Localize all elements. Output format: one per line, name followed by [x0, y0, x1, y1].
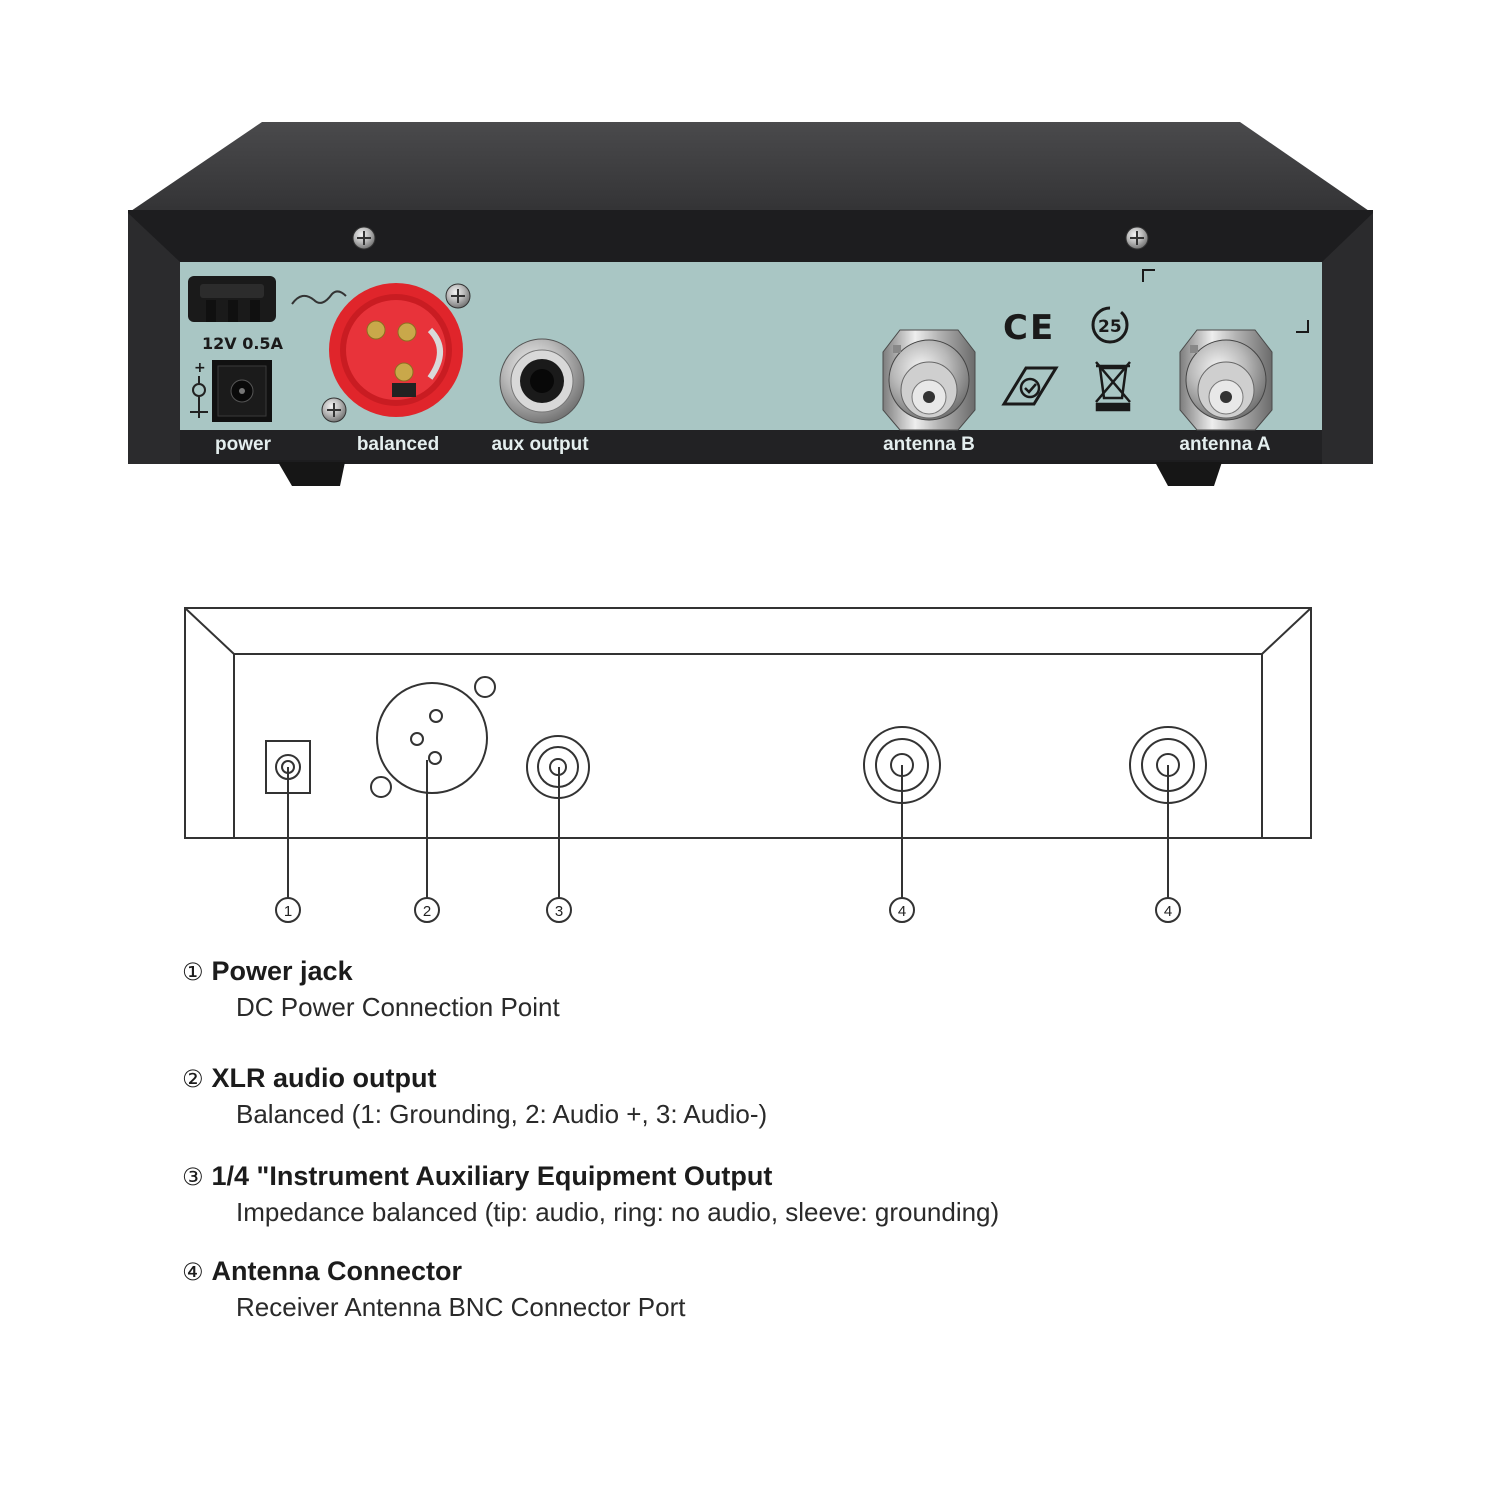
callout-label-3: 3 — [555, 903, 563, 920]
diagram-xlr-connector — [370, 676, 496, 798]
connector-diagram — [184, 607, 1312, 923]
chassis-top — [128, 122, 1372, 213]
legend-number: ④ — [182, 1258, 204, 1286]
legend-title: 1/4 "Instrument Auxiliary Equipment Outp… — [211, 1161, 773, 1191]
label-power: power — [215, 434, 272, 455]
callout-label-2: 2 — [423, 903, 431, 920]
callout-circle — [889, 897, 915, 923]
svg-text:+: + — [194, 360, 206, 376]
legend-description: Balanced (1: Grounding, 2: Audio +, 3: A… — [236, 1099, 768, 1129]
legend-description: DC Power Connection Point — [236, 992, 560, 1022]
legend-number: ① — [182, 958, 204, 986]
screw-icon — [1125, 226, 1149, 250]
diagram-inner-panel — [233, 653, 1263, 839]
label-strip — [180, 430, 1322, 460]
callout-label-1: 1 — [284, 903, 292, 920]
diagram-outer-frame — [184, 607, 1312, 839]
legend-description: Impedance balanced (tip: audio, ring: no… — [236, 1197, 1000, 1227]
label-antenna-a: antenna A — [1179, 434, 1270, 455]
legend-number: ② — [182, 1065, 204, 1093]
power-plug-clip — [188, 276, 276, 322]
callout-label-4a: 4 — [898, 903, 906, 920]
antenna-b-bnc — [882, 329, 976, 431]
label-balanced: balanced — [357, 434, 439, 455]
cable-clip-icon — [291, 290, 347, 305]
dc-power-jack — [212, 360, 272, 422]
rohs-25-icon: 25 — [1091, 306, 1129, 344]
label-aux-output: aux output — [491, 434, 589, 455]
foot-right — [1155, 462, 1222, 486]
callout-circle — [275, 897, 301, 923]
callout-circle — [414, 897, 440, 923]
svg-text:25: 25 — [1098, 317, 1122, 337]
antenna-a-bnc — [1179, 329, 1273, 431]
xlr-output-connector — [329, 283, 463, 417]
rcm-compliance-icon — [1001, 366, 1059, 406]
weee-bin-icon — [1095, 361, 1131, 412]
legend-description: Receiver Antenna BNC Connector Port — [236, 1292, 686, 1322]
legend-title: Power jack — [211, 956, 353, 986]
label-antenna-b: antenna B — [883, 434, 975, 455]
callout-label-4b: 4 — [1164, 903, 1172, 920]
polarity-icon: + — [190, 360, 208, 418]
screw-icon — [352, 226, 376, 250]
power-rating: 12V 0.5A — [202, 334, 284, 353]
corner-mark — [1296, 320, 1309, 333]
legend-number: ③ — [182, 1163, 204, 1191]
aux-output-jack — [499, 338, 585, 424]
receiver-photo: 12V 0.5A + — [128, 122, 1373, 486]
legend-title: Antenna Connector — [211, 1256, 463, 1286]
foot-left — [278, 462, 345, 486]
callout-circle — [546, 897, 572, 923]
callout-circle — [1155, 897, 1181, 923]
screw-icon — [321, 397, 347, 423]
screw-icon — [445, 283, 471, 309]
corner-mark — [1142, 269, 1155, 282]
legend-title: XLR audio output — [211, 1063, 437, 1093]
ce-mark: CE — [1003, 308, 1055, 348]
